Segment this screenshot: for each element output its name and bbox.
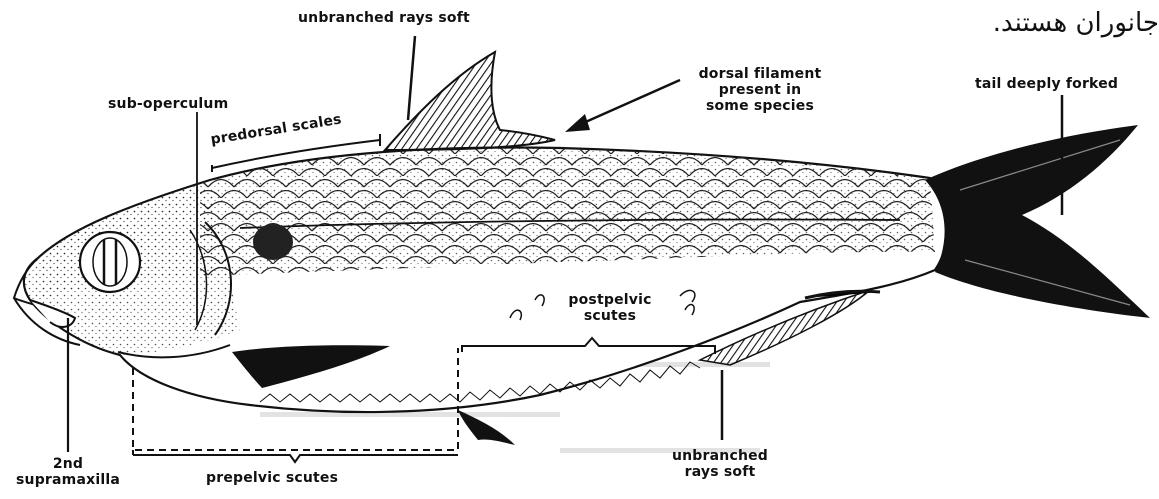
tail-fin bbox=[925, 125, 1150, 318]
shoulder-spot bbox=[253, 224, 293, 260]
caption-fragment: جانوران هستند. bbox=[993, 8, 1159, 38]
label-postpelvic-scutes: postpelvic scutes bbox=[555, 292, 665, 324]
eye bbox=[80, 232, 140, 292]
label-unbranched-rays-soft-top: unbranched rays soft bbox=[298, 10, 470, 26]
label-prepelvic-scutes: prepelvic scutes bbox=[206, 470, 338, 486]
label-tail-deeply-forked: tail deeply forked bbox=[975, 76, 1118, 92]
label-dorsal-filament: dorsal filament present in some species bbox=[680, 66, 840, 114]
label-2nd-supramaxilla: 2nd supramaxilla bbox=[0, 456, 136, 488]
label-sub-operculum: sub-operculum bbox=[108, 96, 228, 112]
label-unbranched-rays-soft-bottom: unbranched rays soft bbox=[650, 448, 790, 480]
